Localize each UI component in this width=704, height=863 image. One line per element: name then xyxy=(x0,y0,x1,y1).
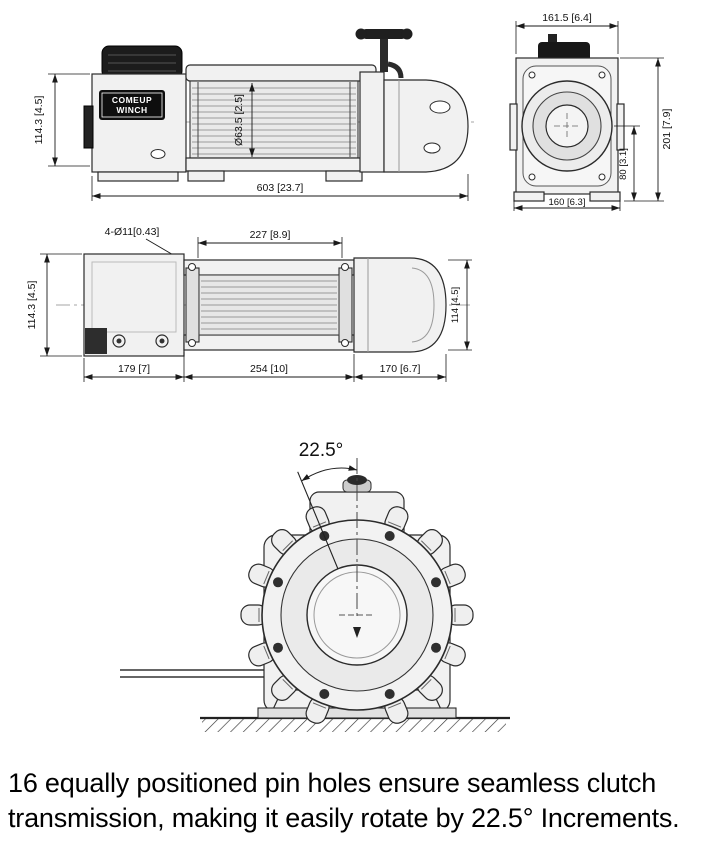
dim-label-clutch-length: 170 [6.7] xyxy=(380,363,421,375)
handle-t-bar xyxy=(361,29,407,39)
dim-label-side-height: 114.3 [4.5] xyxy=(33,96,45,145)
top-connector xyxy=(85,328,107,354)
mount-hole xyxy=(188,263,196,271)
handle-end-on xyxy=(548,34,557,46)
dim-label-end-height: 201 [7.9] xyxy=(661,108,673,149)
clutch-view: 22.5° xyxy=(112,430,532,752)
end-view: 161.5 [6.4] 80 [3.1] xyxy=(502,8,702,213)
bolt xyxy=(273,642,283,653)
dim-label-end-width-bottom: 160 [6.3] xyxy=(549,197,586,208)
caption-line-1: 16 equally positioned pin holes ensure s… xyxy=(8,768,657,798)
dim-label-side-length: 603 [23.7] xyxy=(257,182,304,194)
dim-label-end-width-top: 161.5 [6.4] xyxy=(542,12,592,24)
side-view-drawing: COMEUP WINCH xyxy=(33,28,474,201)
motor-body xyxy=(91,73,187,173)
mount-hole xyxy=(188,339,196,347)
motor-cap xyxy=(101,45,183,79)
clutch-housing xyxy=(383,79,469,173)
rope-drum xyxy=(189,80,359,159)
housing-slot-upper xyxy=(429,100,451,114)
bolt xyxy=(384,689,395,699)
top-rail xyxy=(185,64,377,82)
clutch-view-drawing: 22.5° xyxy=(120,440,510,732)
bolt xyxy=(273,577,283,588)
mount-hole xyxy=(341,263,349,271)
dim-label-mount-holes: 4-Ø11[0.43] xyxy=(105,226,160,238)
dim-label-top-height-left: 114.3 [4.5] xyxy=(26,281,38,330)
caption-line-2: transmission, making it easily rotate by… xyxy=(8,803,680,834)
brand-badge xyxy=(99,90,165,120)
dim-label-motor-length: 179 [7] xyxy=(118,363,150,375)
dim-label-drum-diameter: Ø63.5 [2.5] xyxy=(233,94,245,146)
dim-label-center-height: 80 [3.1] xyxy=(618,148,629,180)
center-arrow xyxy=(353,627,361,638)
drum-flange-right xyxy=(338,267,353,343)
bolt xyxy=(431,642,441,653)
dim-label-frame-length: 254 [10] xyxy=(250,363,288,375)
dim-label-angle: 22.5° xyxy=(299,440,344,461)
top-rail-lower xyxy=(183,334,355,351)
drum-flange-left xyxy=(185,267,200,343)
bolt xyxy=(431,577,441,588)
motor-cap-end-on xyxy=(538,42,590,62)
motor-foot xyxy=(97,171,179,182)
housing-slot-lower xyxy=(423,142,441,154)
mount-foot-right xyxy=(325,170,363,182)
side-tab-right xyxy=(616,103,625,151)
end-foot-left xyxy=(513,191,545,202)
clutch-bracket xyxy=(359,71,385,173)
mount-foot-left xyxy=(187,170,225,182)
motor-terminal xyxy=(83,105,94,149)
angle-arc xyxy=(301,465,358,482)
top-clutch xyxy=(353,257,447,353)
bottom-rail xyxy=(185,157,377,172)
top-view: 4-Ø11[0.43] 227 [8.9] xyxy=(22,224,477,396)
side-view: COMEUP WINCH xyxy=(28,8,478,213)
handle-arm xyxy=(387,61,404,79)
dim-label-top-height-right: 114 [4.5] xyxy=(450,287,461,323)
side-tab-left xyxy=(509,103,518,151)
bolt xyxy=(384,531,395,541)
bolt xyxy=(319,689,330,699)
dim-label-drum-length: 227 [8.9] xyxy=(250,229,291,241)
brand-label-bottom: WINCH xyxy=(116,105,147,115)
angled-reference-line xyxy=(297,471,339,570)
top-view-drawing: 4-Ø11[0.43] 227 [8.9] xyxy=(26,226,474,382)
ground-hatch xyxy=(202,719,506,732)
caption: 16 equally positioned pin holes ensure s… xyxy=(8,766,702,836)
motor-detail-oval xyxy=(150,149,166,159)
mount-hole xyxy=(341,339,349,347)
brand-label-top: COMEUP xyxy=(112,95,152,105)
top-rail-upper xyxy=(183,259,355,276)
handle-stem xyxy=(380,38,388,72)
end-foot-right xyxy=(589,191,621,202)
end-view-drawing: 161.5 [6.4] 80 [3.1] xyxy=(509,12,673,211)
